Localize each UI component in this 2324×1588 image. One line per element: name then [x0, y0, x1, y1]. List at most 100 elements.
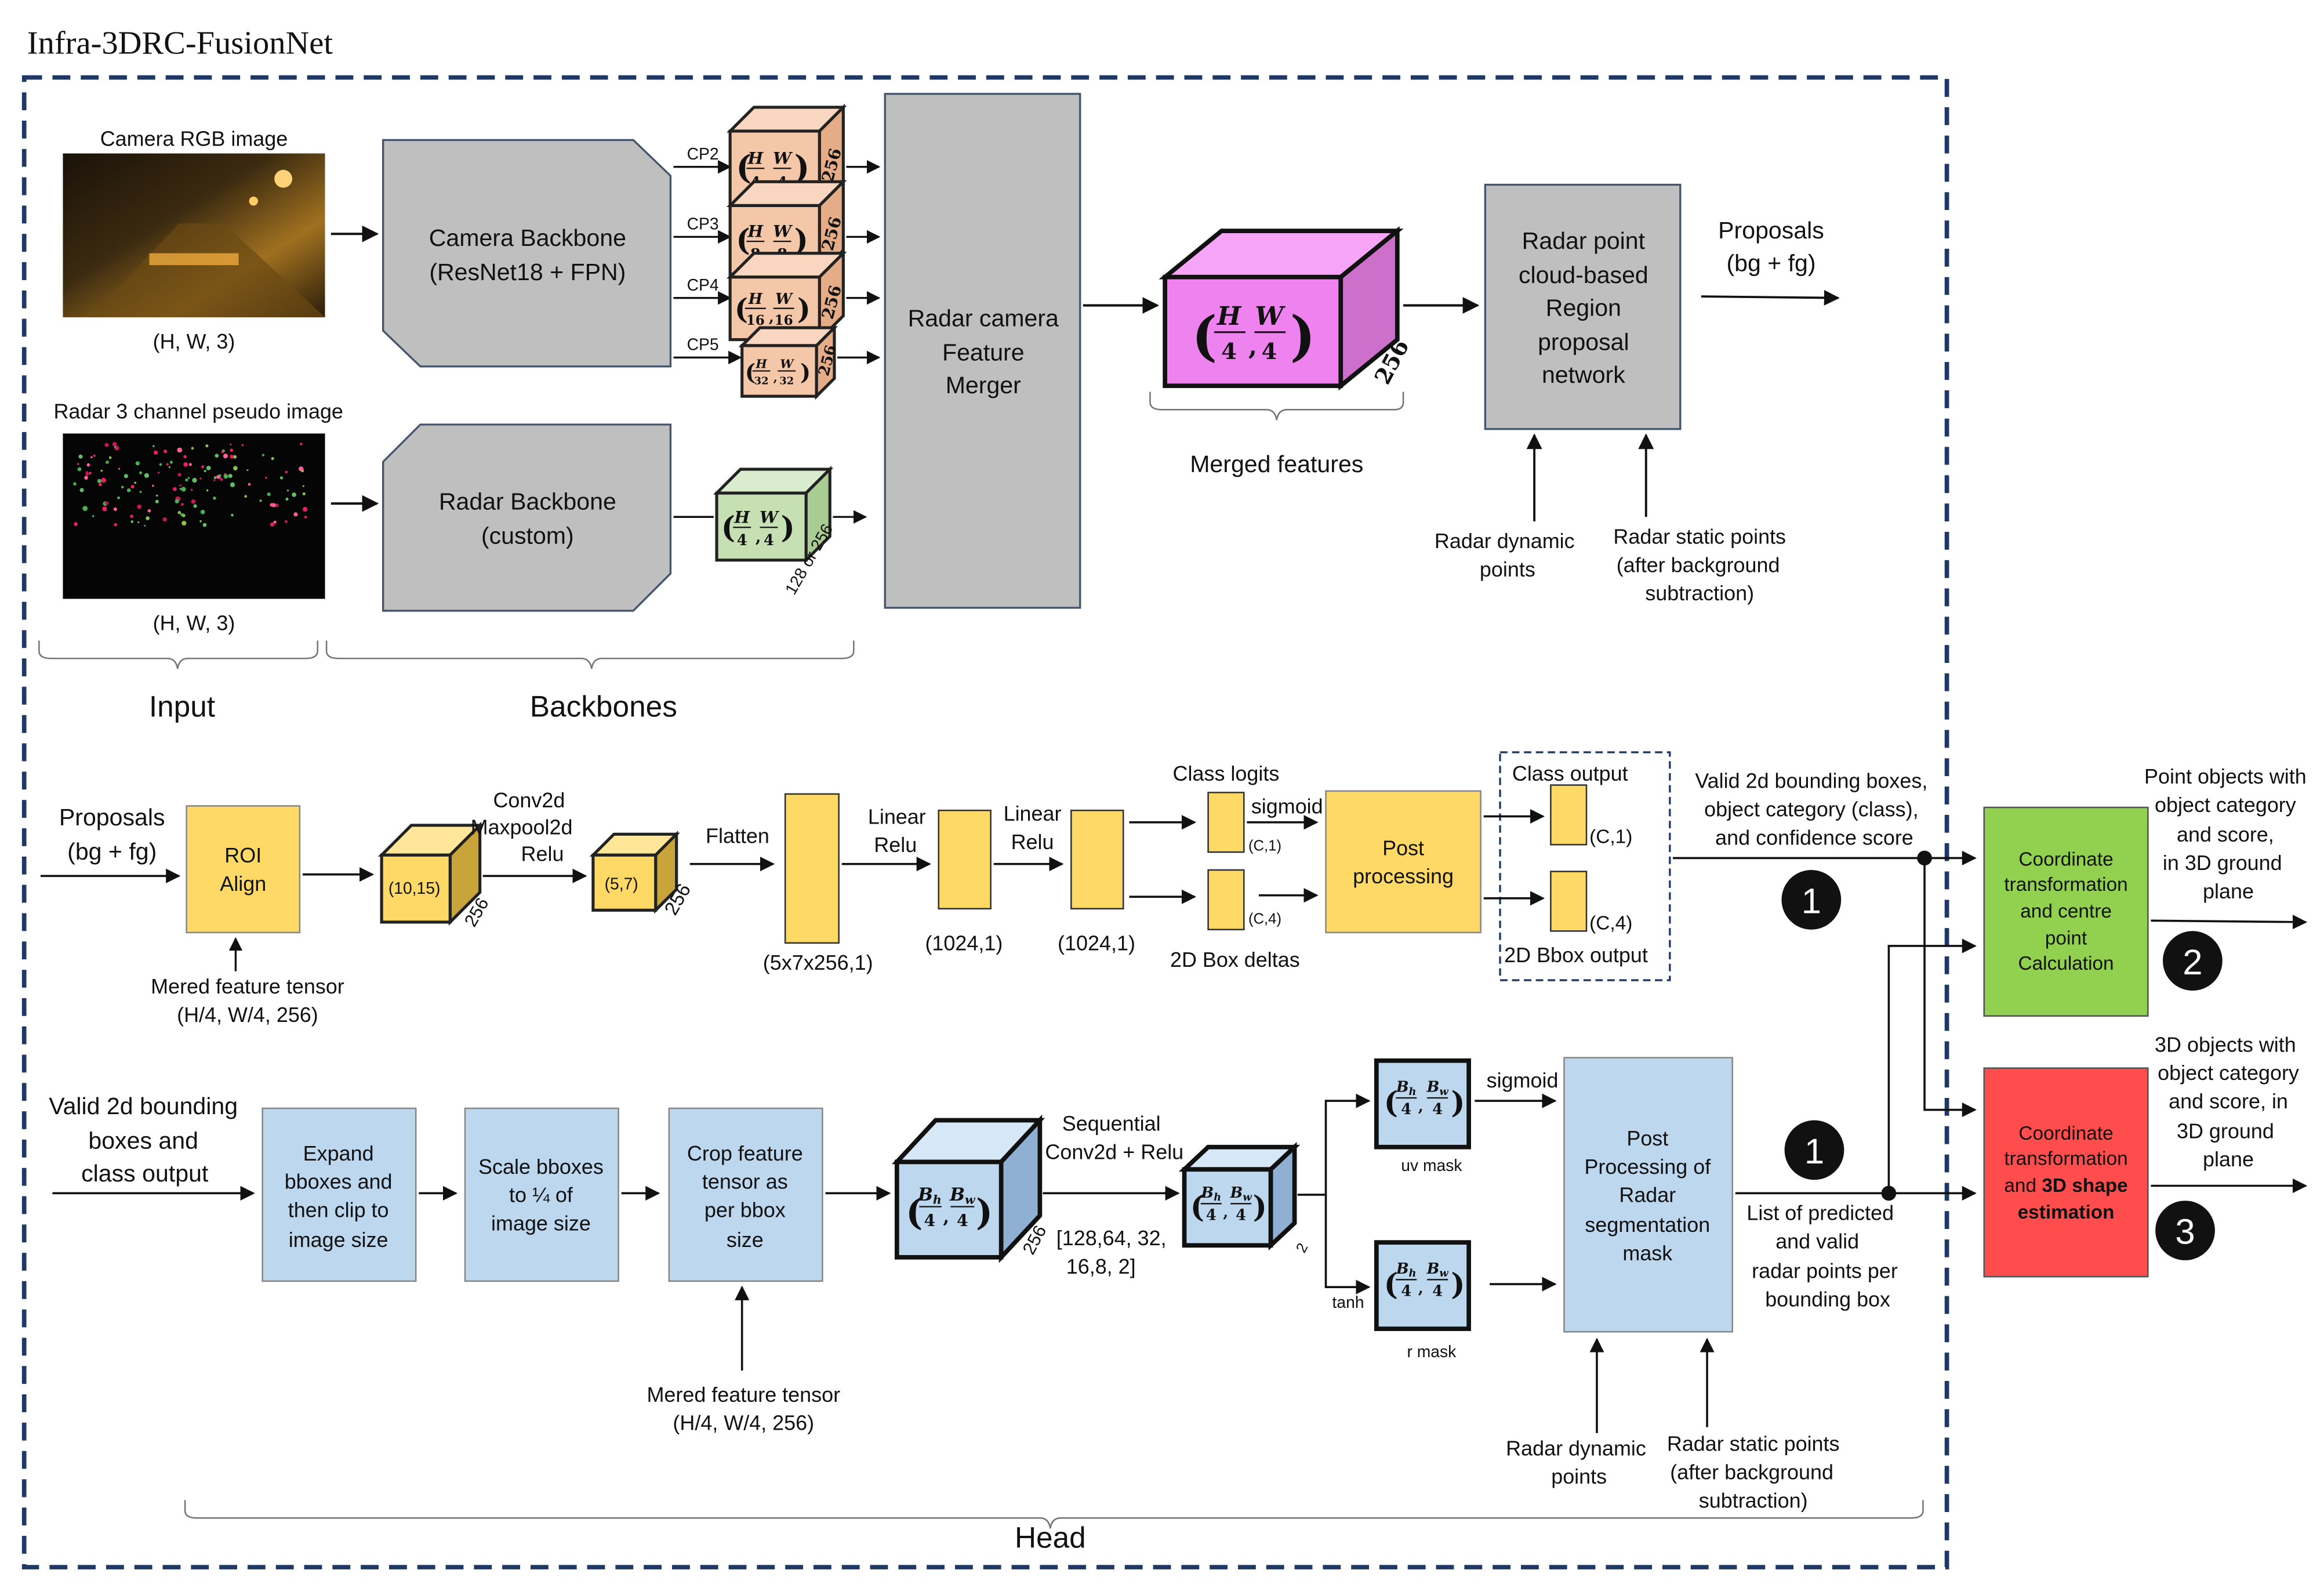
scale-label-1: Scale bboxes: [478, 1155, 604, 1179]
roi-cube-dims: (10,15): [388, 879, 441, 897]
class-output-label: Class output: [1512, 762, 1628, 785]
tanh-label: tanh: [1332, 1293, 1364, 1311]
expand-label-3: then clip to: [288, 1198, 389, 1221]
svg-text:H: H: [1216, 302, 1242, 331]
rpn-dynamic-label-2: points: [1480, 557, 1535, 581]
row2-dynamic-label-2: points: [1551, 1464, 1607, 1488]
row2-valid-label-1: Valid 2d bounding: [49, 1093, 238, 1119]
radar-backbone-sublabel: (custom): [481, 522, 574, 549]
row1-proposals-label-1: Proposals: [59, 804, 165, 831]
roi-align-label-1: ROI: [224, 843, 262, 867]
svg-text:(: (: [735, 292, 748, 326]
rpn-static-label-3: subtraction): [1645, 581, 1754, 605]
input-brace: [38, 640, 318, 669]
rpn-label-5: network: [1542, 361, 1625, 388]
pooled-feature-cube: [589, 831, 680, 914]
svg-text:16: 16: [746, 313, 765, 328]
linear2-label-2: Relu: [1011, 830, 1054, 854]
camera-rgb-image: [63, 153, 325, 318]
outputs-dashed-group: [1499, 751, 1671, 981]
radar-image-dims: (H, W, 3): [153, 611, 235, 635]
svg-text:4: 4: [924, 1210, 935, 1230]
svg-text:Bh: Bh: [1200, 1184, 1221, 1203]
svg-text:,: ,: [1223, 1203, 1228, 1221]
backbones-brace: [325, 640, 855, 669]
class-output-vector: [1550, 784, 1588, 846]
svg-text:H: H: [733, 507, 750, 527]
svg-text:(: (: [1384, 1086, 1398, 1121]
valid-boxes-label-2: object category (class),: [1704, 797, 1919, 821]
box-deltas-vector: [1207, 869, 1245, 931]
bbox-output-vector: [1550, 871, 1588, 932]
row1-mered-label-1: Mered feature tensor: [151, 974, 344, 998]
point-objects-label-5: plane: [2203, 879, 2254, 903]
svg-text:W: W: [1255, 302, 1286, 331]
svg-text:): ): [800, 360, 811, 386]
expand-bboxes-box: [262, 1107, 417, 1282]
valid-boxes-label-3: and confidence score: [1715, 825, 1913, 849]
merged-features-label: Merged features: [1190, 451, 1363, 477]
cp3-label: CP3: [687, 215, 719, 233]
merged-features-brace: [1149, 391, 1404, 420]
badge-1-top: 1: [1781, 869, 1842, 930]
svg-text:H: H: [748, 291, 763, 308]
svg-text:Bh: Bh: [1396, 1260, 1417, 1279]
rpn-static-label-1: Radar static points: [1613, 524, 1786, 548]
uv-mask-block: ( Bh 4 , Bw 4 ): [1374, 1058, 1471, 1150]
svg-text:,: ,: [774, 371, 778, 385]
rpn-static-label-2: (after background: [1617, 553, 1780, 577]
conv-label-1: Conv2d: [493, 788, 565, 812]
green-label-4: point: [2045, 927, 2087, 949]
green-label-2: transformation: [2004, 874, 2127, 895]
pooled-cube-dims: (5,7): [605, 874, 638, 893]
svg-text:4: 4: [764, 532, 774, 549]
svg-text:,: ,: [1418, 1279, 1424, 1297]
sequential-label-2: Conv2d + Relu: [1045, 1140, 1183, 1163]
head-brace: [184, 1500, 1924, 1529]
flatten-label: Flatten: [706, 824, 769, 848]
row1-post-label-1: Post: [1382, 836, 1424, 860]
svg-text:4: 4: [1262, 339, 1277, 365]
svg-text:(: (: [1190, 1190, 1204, 1224]
svg-text:): ): [1451, 1086, 1465, 1121]
point-objects-label-2: object category: [2155, 793, 2296, 817]
cp4-feature-cube: ( H 16 , W 16 ) 256: [726, 249, 847, 343]
valid-boxes-label-1: Valid 2d bounding boxes,: [1695, 769, 1927, 793]
radar-backbone-box: [382, 423, 672, 612]
outer-dashed-frame: [21, 75, 1949, 1569]
rpn-box: [1484, 183, 1682, 430]
svg-text:4: 4: [1401, 1101, 1411, 1118]
rpn-label-2: cloud-based: [1519, 262, 1648, 288]
badge-1-bottom: 1: [1784, 1120, 1844, 1180]
cp4-label: CP4: [687, 275, 719, 294]
radar-backbone-label: Radar Backbone: [439, 488, 616, 514]
row2-post-label-2: Processing of: [1584, 1155, 1711, 1179]
svg-text:): ): [780, 510, 794, 545]
merger-label-2: Feature: [942, 339, 1025, 366]
cp5-label: CP5: [687, 335, 719, 354]
class-logits-dims: (C,1): [1248, 838, 1281, 854]
svg-text:,: ,: [1418, 1098, 1424, 1115]
row2-post-label-3: Radar: [1619, 1183, 1676, 1207]
radar-image-label: Radar 3 channel pseudo image: [53, 400, 343, 423]
row2-valid-label-2: boxes and: [88, 1127, 198, 1154]
svg-text:Bw: Bw: [1426, 1260, 1449, 1279]
objects-3d-label-3: and score, in: [2169, 1089, 2288, 1113]
linear1-dims: (1024,1): [925, 931, 1003, 955]
svg-text:W: W: [780, 357, 794, 371]
conv-label-3: Relu: [521, 842, 564, 866]
row1-mered-label-2: (H/4, W/4, 256): [177, 1003, 318, 1027]
svg-text:4: 4: [1221, 339, 1237, 365]
expand-label-4: image size: [289, 1228, 388, 1252]
row2-sigmoid-label: sigmoid: [1487, 1068, 1559, 1092]
flatten-vector: [784, 793, 840, 944]
red-label-2: transformation: [2004, 1148, 2127, 1170]
svg-text:(: (: [1192, 304, 1217, 367]
centre-point-box: [1983, 806, 2149, 1017]
row1-post-label-2: processing: [1353, 864, 1454, 888]
objects-3d-label-4: 3D ground: [2177, 1119, 2274, 1143]
linear2-dims: (1024,1): [1058, 931, 1135, 955]
radar-pseudo-image: [63, 433, 325, 599]
